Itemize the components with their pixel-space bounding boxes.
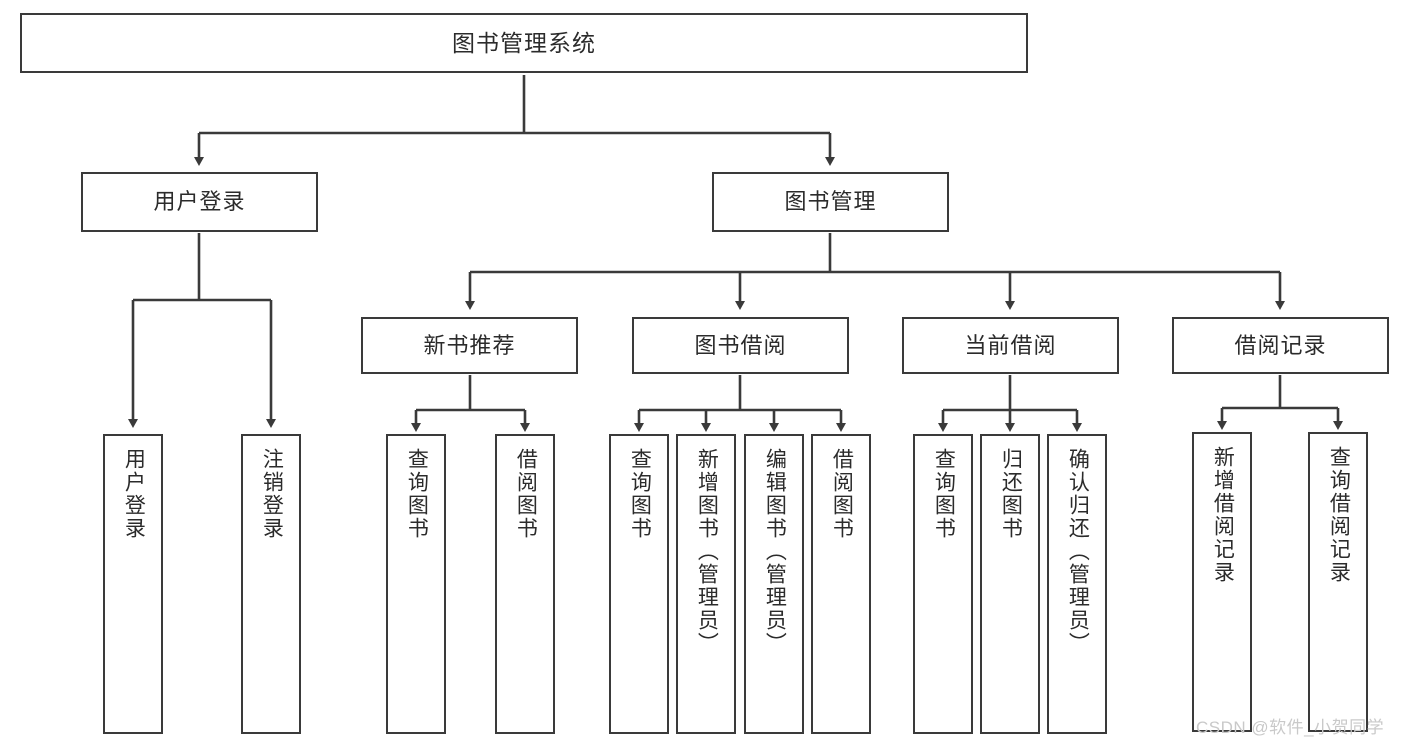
node-label: 当前借阅: [964, 332, 1057, 358]
csdn-watermark: CSDN @软件_小贺同学: [1196, 718, 1385, 737]
node-label: 借阅记录: [1234, 332, 1327, 358]
leaf-borrow-query-book[interactable]: 查询图书: [609, 434, 669, 734]
node-label: 查询图书: [628, 448, 652, 540]
node-label: 查询借阅记录: [1327, 446, 1351, 584]
leaf-current-return-book[interactable]: 归还图书: [980, 434, 1040, 734]
node-user-login[interactable]: 用户登录: [81, 172, 318, 232]
leaf-borrow-edit-book[interactable]: 编辑图书（管理员）: [744, 434, 804, 734]
node-book-borrow[interactable]: 图书借阅: [632, 317, 849, 374]
node-root-system[interactable]: 图书管理系统: [20, 13, 1028, 73]
node-label: 注销登录: [260, 448, 284, 540]
node-label: 借阅图书: [830, 448, 854, 540]
leaf-current-confirm-return[interactable]: 确认归还（管理员）: [1047, 434, 1107, 734]
node-label: 图书借阅: [694, 332, 787, 358]
node-label: 归还图书: [999, 448, 1023, 540]
leaf-recommend-borrow-book[interactable]: 借阅图书: [495, 434, 555, 734]
node-label: 图书管理系统: [452, 29, 596, 56]
leaf-user-login-login[interactable]: 用户登录: [103, 434, 163, 734]
leaf-borrow-borrow-book[interactable]: 借阅图书: [811, 434, 871, 734]
node-label: 编辑图书（管理员）: [763, 448, 787, 655]
node-label: 新增图书（管理员）: [695, 448, 719, 655]
node-label: 新书推荐: [423, 332, 516, 358]
node-label: 查询图书: [405, 448, 429, 540]
node-new-book-recommend[interactable]: 新书推荐: [361, 317, 578, 374]
node-book-management[interactable]: 图书管理: [712, 172, 949, 232]
leaf-recommend-query-book[interactable]: 查询图书: [386, 434, 446, 734]
node-label: 借阅图书: [514, 448, 538, 540]
leaf-borrow-add-book[interactable]: 新增图书（管理员）: [676, 434, 736, 734]
node-label: 用户登录: [122, 448, 146, 540]
leaf-user-login-logout[interactable]: 注销登录: [241, 434, 301, 734]
leaf-current-query-book[interactable]: 查询图书: [913, 434, 973, 734]
leaf-record-query-record[interactable]: 查询借阅记录: [1308, 432, 1368, 732]
node-borrow-record[interactable]: 借阅记录: [1172, 317, 1389, 374]
node-label: 图书管理: [784, 189, 877, 215]
node-current-borrow[interactable]: 当前借阅: [902, 317, 1119, 374]
leaf-record-add-record[interactable]: 新增借阅记录: [1192, 432, 1252, 732]
node-label: 确认归还（管理员）: [1066, 448, 1090, 655]
node-label: 用户登录: [153, 189, 246, 215]
node-label: 新增借阅记录: [1211, 446, 1235, 584]
node-label: 查询图书: [932, 448, 956, 540]
